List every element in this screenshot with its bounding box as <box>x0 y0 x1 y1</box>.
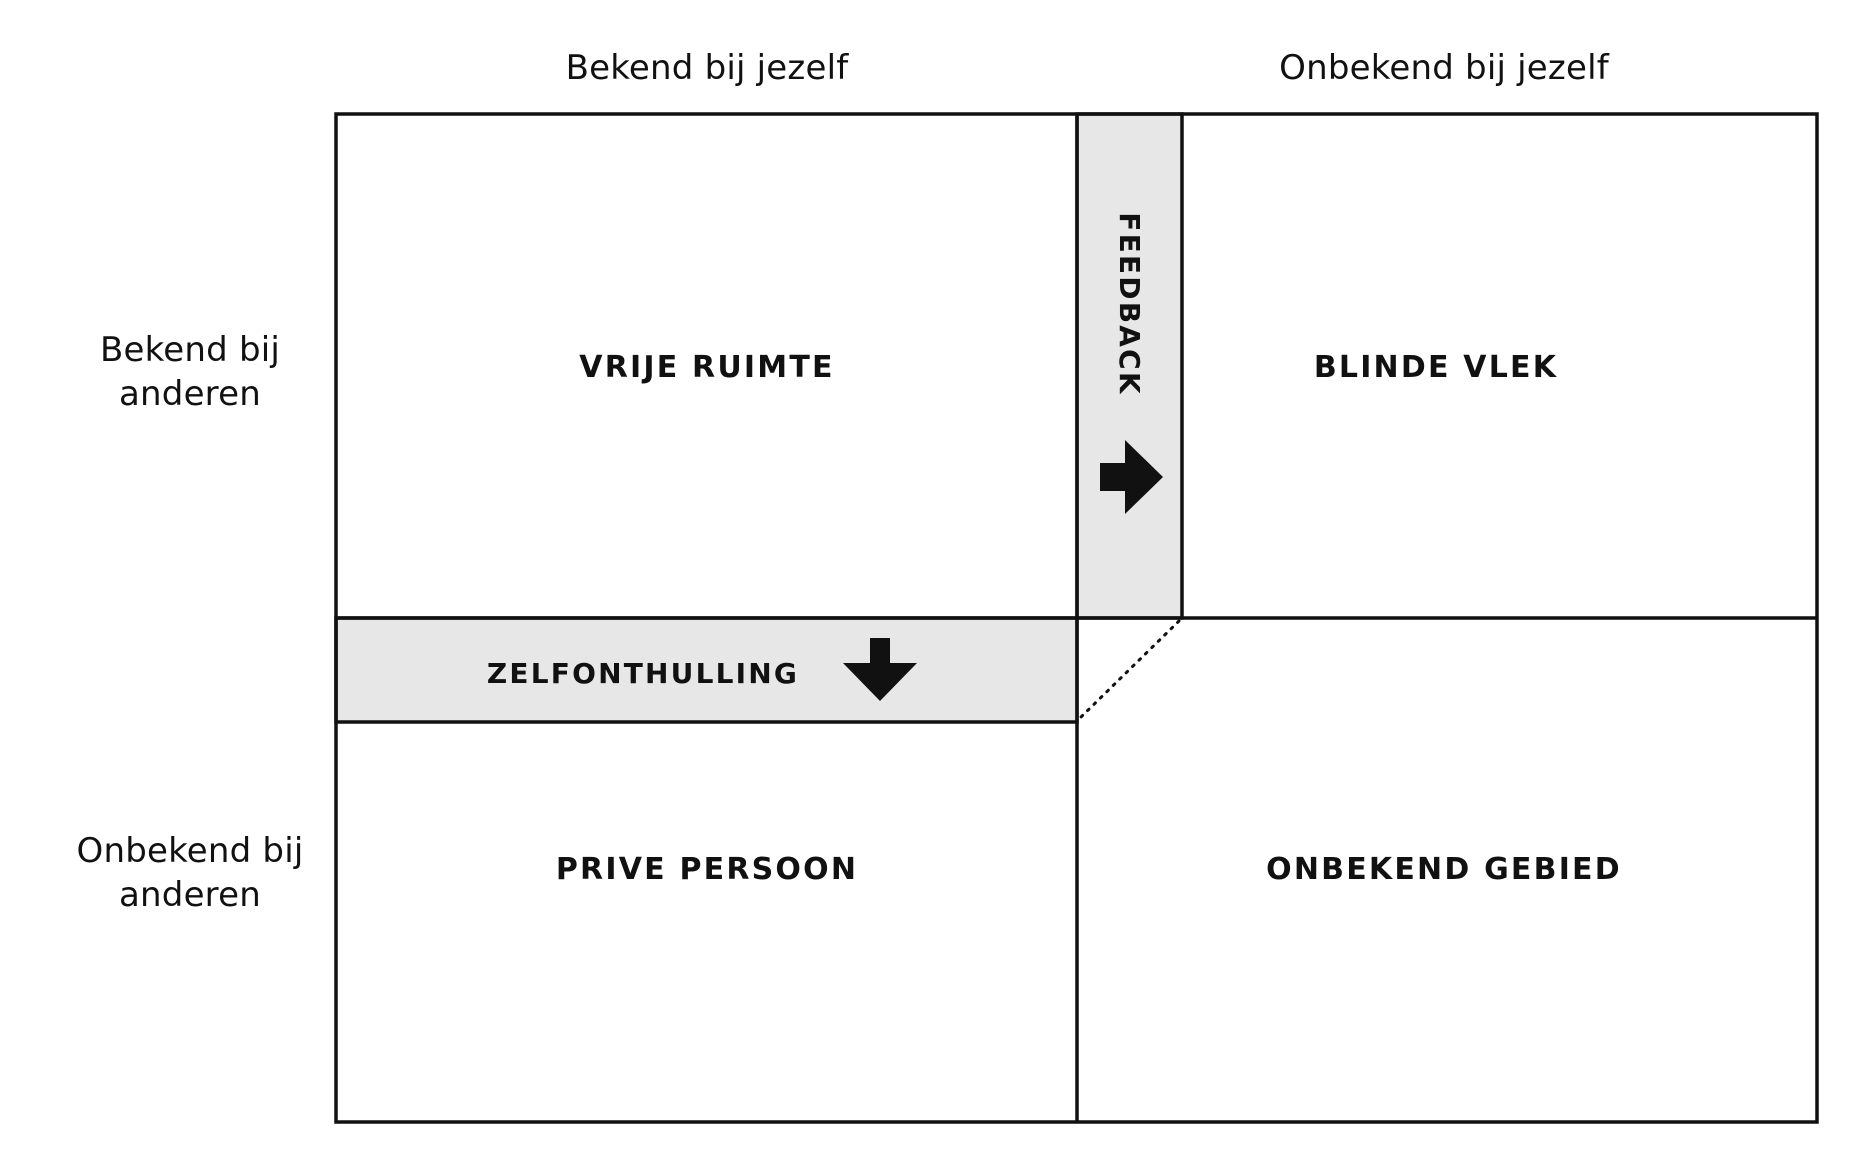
arrow-right-icon <box>1100 440 1163 514</box>
row-header-unknown-to-others-line2: anderen <box>119 875 261 915</box>
row-header-known-to-others: Bekend bij anderen <box>100 330 280 414</box>
row-header-known-to-others-line1: Bekend bij <box>100 330 280 370</box>
quadrant-unknown-area-label: ONBEKEND GEBIED <box>1266 852 1622 887</box>
arrow-down-icon <box>843 638 917 701</box>
row-header-unknown-to-others-line1: Onbekend bij <box>76 831 303 871</box>
column-header-unknown-to-self: Onbekend bij jezelf <box>1279 48 1610 88</box>
quadrant-blind-spot-label: BLINDE VLEK <box>1314 350 1558 385</box>
quadrant-private-person-label: PRIVE PERSOON <box>556 852 858 887</box>
quadrant-open-area-label: VRIJE RUIMTE <box>579 350 834 385</box>
self-disclosure-band <box>334 616 1079 724</box>
feedback-label: FEEDBACK <box>1113 212 1146 395</box>
row-header-unknown-to-others: Onbekend bij anderen <box>76 831 303 915</box>
row-header-known-to-others-line2: anderen <box>119 374 261 414</box>
feedback-band <box>1075 112 1184 620</box>
column-header-known-to-self: Bekend bij jezelf <box>566 48 850 88</box>
self-disclosure-label: ZELFONTHULLING <box>487 657 799 690</box>
dotted-connector <box>1079 619 1181 719</box>
